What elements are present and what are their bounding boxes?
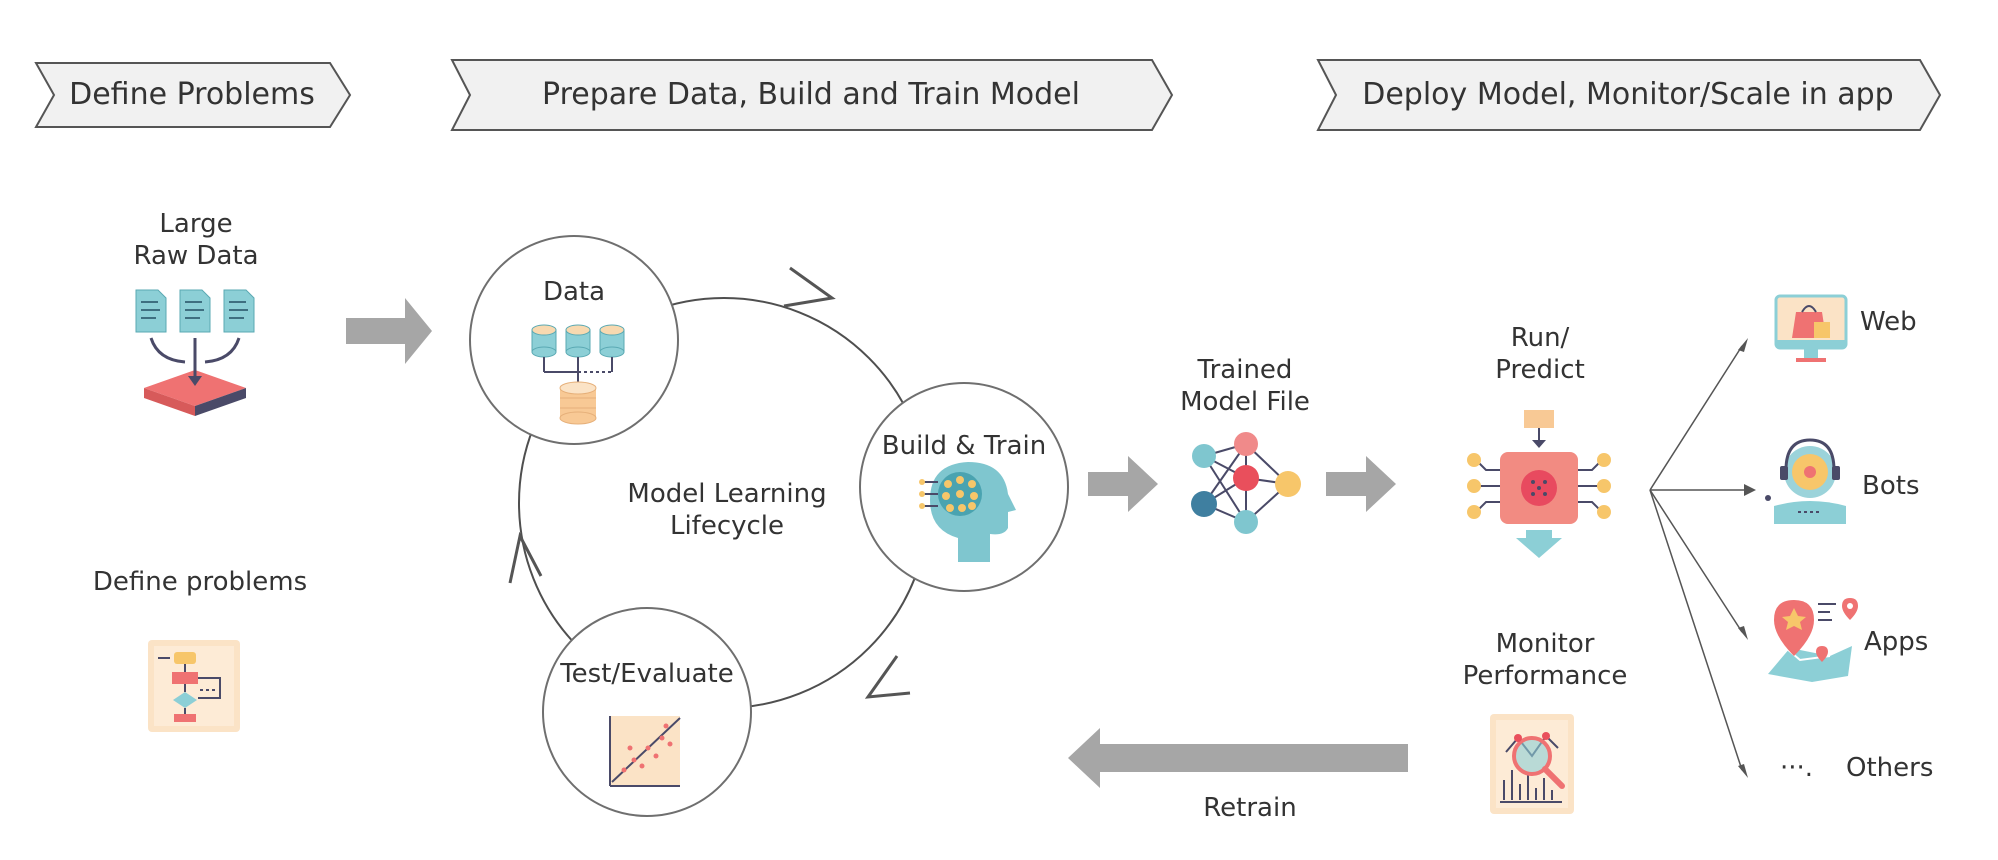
node-label-data: Data <box>542 277 606 307</box>
arrow-raw-to-data <box>346 298 432 364</box>
robot-icon <box>1765 438 1846 524</box>
banner-deploy-monitor <box>1316 59 1942 131</box>
flowchart-icon <box>148 640 240 732</box>
run-predict-label: Run/ Predict <box>1495 323 1585 385</box>
fanout-arrowheads <box>1738 338 1756 778</box>
banner-label-define-problems: Define Problems <box>69 77 315 112</box>
arrow-train-to-model <box>1088 456 1158 512</box>
target-label-others: Others <box>1846 753 1934 783</box>
banner-label-prepare-train: Prepare Data, Build and Train Model <box>542 77 1080 112</box>
node-label-build-train: Build & Train <box>881 431 1047 461</box>
arrow-retrain <box>1068 728 1408 788</box>
ai-head-icon <box>919 462 1016 562</box>
database-icon <box>531 324 625 425</box>
map-pin-icon <box>1768 598 1858 682</box>
target-label-bots: Bots <box>1862 471 1920 501</box>
analytics-magnifier-icon <box>1490 714 1574 814</box>
processor-chip-icon <box>1467 410 1611 558</box>
fanout-lines <box>1649 345 1748 771</box>
node-label-test-evaluate: Test/Evaluate <box>560 659 734 689</box>
ring-chevron-bottom <box>864 655 911 699</box>
trained-model-label: Trained Model File <box>1180 355 1310 417</box>
neural-network-icon <box>1191 432 1301 534</box>
ring-chevron-top <box>783 266 836 308</box>
raw-data-label: Large Raw Data <box>133 209 259 271</box>
raw-data-icon <box>135 289 255 416</box>
ellipsis-icon: ···. <box>1780 753 1814 783</box>
target-label-apps: Apps <box>1864 627 1929 657</box>
arrow-model-to-run <box>1326 456 1396 512</box>
retrain-label: Retrain <box>1203 793 1297 823</box>
monitor-performance-label: Monitor Performance <box>1462 629 1628 691</box>
target-label-web: Web <box>1860 307 1917 337</box>
monitor-shop-icon <box>1774 294 1848 362</box>
node-circle-test-evaluate <box>542 607 752 817</box>
lifecycle-center-label: Model Learning Lifecycle <box>627 479 827 541</box>
banner-label-deploy-monitor: Deploy Model, Monitor/Scale in app <box>1362 77 1894 112</box>
banner-prepare-train <box>450 59 1174 131</box>
scatter-plot-icon <box>609 716 681 787</box>
define-problems-label: Define problems <box>92 567 308 597</box>
banner-define-problems <box>34 62 352 128</box>
ring-chevron-left <box>508 531 543 584</box>
